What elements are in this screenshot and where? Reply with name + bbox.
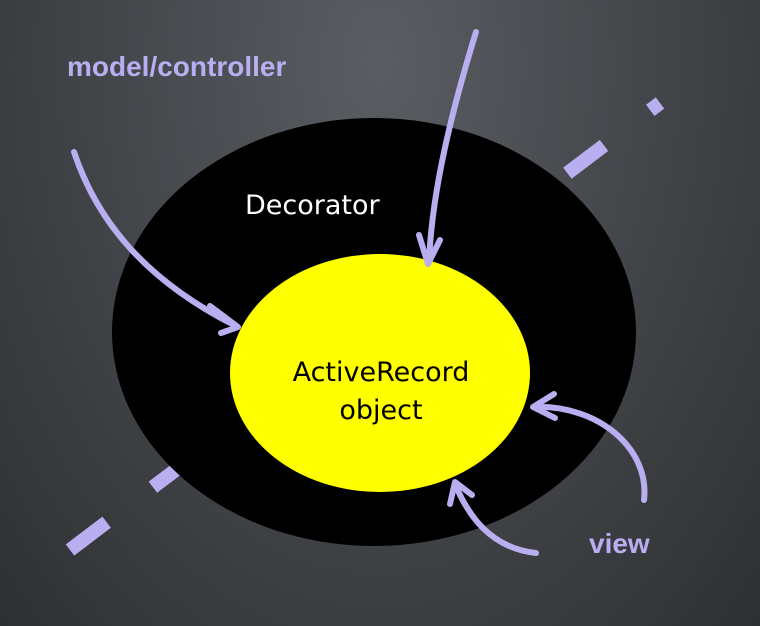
activerecord-label-line2: object (339, 395, 422, 426)
arrow-view-bottom (447, 479, 539, 556)
boundary-dashed-line (65, 97, 665, 556)
activerecord-label-line1: ActiveRecord (293, 357, 470, 388)
decorator-label: Decorator (245, 190, 381, 221)
arrow-view-right (530, 391, 648, 503)
activerecord-ellipse (230, 254, 530, 492)
model-controller-label: model/controller (67, 51, 286, 82)
arrow-model-top (416, 29, 479, 267)
arrow-model-left (71, 149, 241, 336)
view-label: view (589, 528, 650, 559)
